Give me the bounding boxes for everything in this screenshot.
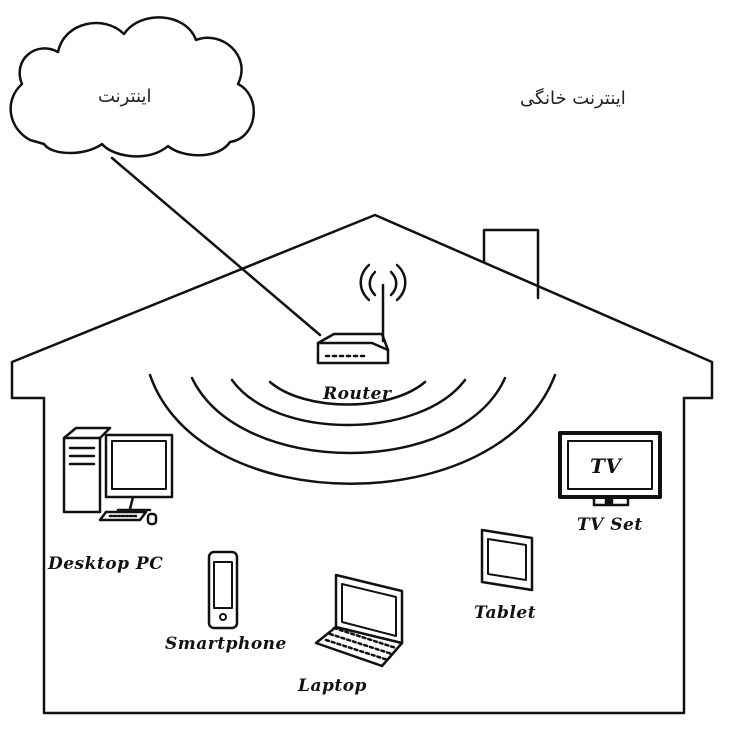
smartphone-label: Smartphone: [165, 634, 287, 654]
smartphone-icon: [207, 550, 239, 630]
laptop-label: Laptop: [298, 676, 367, 696]
diagram-title: اینترنت خانگی: [520, 88, 626, 109]
router-label: Router: [323, 384, 392, 404]
tablet-icon: [480, 528, 534, 592]
tv-icon: [558, 431, 662, 507]
tv-screen-text: TV: [590, 454, 622, 478]
house-roof: [10, 213, 714, 400]
cloud-label: اینترنت: [98, 86, 152, 107]
desktop-pc-label: Desktop PC: [48, 554, 164, 574]
wifi-waves: [148, 373, 557, 485]
tv-set-label: TV Set: [577, 515, 643, 535]
chimney: [482, 228, 540, 300]
cloud-icon: [9, 16, 255, 158]
internet-cable: [110, 156, 322, 337]
router-icon: [316, 263, 407, 365]
laptop-icon: [314, 573, 404, 668]
tablet-label: Tablet: [474, 603, 537, 623]
house-walls: [42, 396, 686, 715]
desktop-pc-icon: [62, 426, 174, 526]
